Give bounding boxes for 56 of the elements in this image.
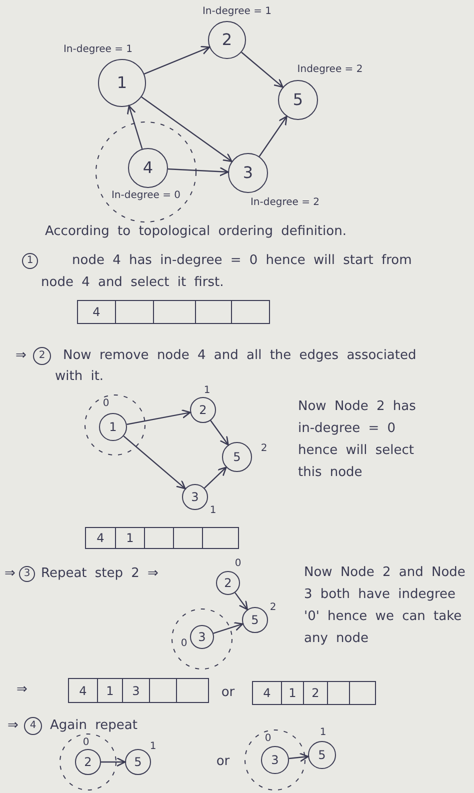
arrow: [234, 592, 248, 610]
step-text: Now remove node 4 and all the edges associated with it.: [55, 347, 418, 386]
array-slot: 1: [281, 682, 303, 704]
indegree-label: 1: [204, 385, 210, 397]
arrow: [204, 466, 227, 488]
indegree-label: 0: [264, 733, 272, 745]
note-text: Now Node 2 and Node 3 both have indegree '0' hence we can take any node: [304, 564, 466, 648]
double-arrow-symbol: ⇒: [16, 682, 28, 698]
arrow: [144, 46, 210, 74]
array-slot: 4: [69, 679, 97, 702]
indegree-label: 0: [180, 638, 188, 650]
arrow: [101, 757, 126, 767]
intro-text: According to topological ordering definition.: [45, 223, 348, 241]
indegree-label: In-degree = 2: [250, 197, 320, 209]
step-text: node 4 has in-degree = 0 hence will start from node 4 and select it first.: [41, 252, 413, 292]
arrow: [123, 436, 186, 490]
arrow: [213, 622, 244, 634]
step-number: 2: [33, 347, 51, 365]
indegree-label: 2: [270, 602, 276, 614]
or-text: or: [216, 754, 230, 770]
arrow: [258, 116, 288, 157]
array-slot: 1: [115, 528, 144, 548]
indegree-label: 0: [102, 398, 110, 410]
arrow: [241, 52, 284, 88]
arrow: [288, 752, 309, 762]
array-slot: 4: [253, 682, 281, 704]
array-slot: 2: [303, 682, 327, 704]
indegree-label: 1: [210, 505, 216, 517]
step-number: 3: [19, 566, 35, 582]
indegree-label: 0: [234, 558, 242, 570]
indegree-label: 2: [260, 443, 268, 455]
double-arrow-symbol: ⇒: [4, 566, 16, 582]
arrow: [141, 96, 232, 162]
array-slot: 1: [97, 679, 122, 702]
array-slot: 4: [78, 301, 115, 323]
array-slot: 4: [86, 528, 115, 548]
arrow: [126, 105, 143, 150]
indegree-label: In-degree = 0: [111, 190, 181, 202]
double-arrow-symbol: ⇒: [16, 348, 26, 364]
indegree-label: 1: [320, 727, 326, 739]
step-text: Repeat step 2 ⇒: [41, 565, 160, 583]
arrow: [168, 166, 229, 176]
arrow: [126, 409, 191, 425]
indegree-label: 1: [150, 741, 156, 753]
or-text: or: [221, 685, 235, 701]
indegree-label: 0: [82, 737, 90, 749]
step-number: 1: [22, 253, 38, 269]
array-slot: 3: [122, 679, 149, 702]
indegree-label: In-degree = 1: [202, 6, 272, 18]
indegree-label: Indegree = 2: [297, 64, 363, 76]
step-text: Again repeat: [50, 718, 138, 734]
step-number: 4: [24, 717, 42, 735]
indegree-label: In-degree = 1: [63, 44, 133, 56]
note-text: Now Node 2 has in-degree = 0 hence will select this node: [298, 398, 417, 482]
arrow: [210, 420, 229, 446]
double-arrow-symbol: ⇒: [8, 718, 18, 734]
